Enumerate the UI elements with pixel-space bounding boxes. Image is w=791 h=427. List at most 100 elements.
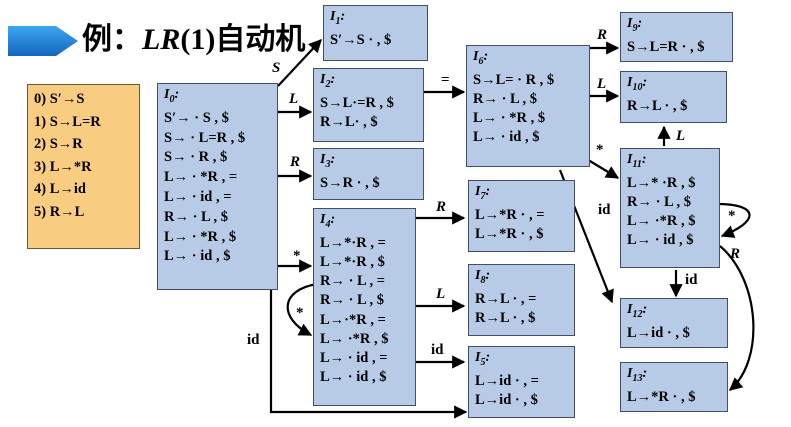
lr-item: L→ · id , $ — [320, 369, 387, 386]
state-i0: I0: S′→ · S , $ S→ · L=R , $ S→ · R , $ … — [157, 83, 278, 290]
edge-i11-i13 — [719, 245, 755, 391]
state-i3: I3: S→R · , $ — [313, 148, 424, 200]
lr-item: L→ · id , = — [164, 188, 232, 205]
grammar-rule: 0) S′→S — [34, 91, 85, 107]
edge-label-i11-i11: * — [728, 208, 736, 224]
state-i12: I12: L→id · , $ — [620, 298, 728, 348]
lr-item: S→ · L=R , $ — [164, 129, 246, 146]
edge-i4-i4 — [286, 282, 318, 336]
edge-label-i0-i2: L — [289, 91, 299, 107]
state-i8: I8: R→L · , = R→L · , $ — [468, 264, 575, 336]
lr-item: L→*·R , $ — [320, 254, 385, 270]
edge-label-i0-i4: * — [293, 248, 301, 264]
lr-item: L→id · , $ — [627, 324, 690, 341]
lr-item: L→ · *R , = — [164, 169, 238, 186]
lr-item: L→ · *R , $ — [473, 110, 546, 127]
state-i6: I6: S→L= · R , $ R→ · L , $ L→ · *R , $ … — [466, 45, 590, 167]
edge-label-i6-i10: L — [597, 76, 607, 92]
lr-item: L→id · , $ — [475, 392, 538, 408]
edge-label-i0-i5: id — [247, 332, 260, 348]
lr-item: S→L=R · , $ — [627, 38, 705, 55]
edge-label-i4-i7: R — [436, 199, 447, 215]
state-i7: I7: L→*R · , = L→*R · , $ — [468, 180, 575, 252]
lr-item: S′→S · , $ — [330, 31, 392, 48]
title-mid: (1) — [180, 23, 216, 56]
edge-label-i0-i3: R — [290, 154, 301, 170]
state-name: I11: — [627, 152, 647, 170]
state-i13: I13: L→*R · , $ — [620, 362, 728, 412]
state-i1: I1: S′→S · , $ — [323, 5, 428, 61]
state-name: I0: — [164, 87, 180, 105]
edge-label-i11-i10: L — [676, 128, 686, 144]
lr-item: S→L= · R , $ — [473, 71, 555, 88]
state-name: I10: — [627, 75, 648, 93]
lr-item: R→L· , $ — [320, 114, 378, 130]
lr-item: L→* ·R , $ — [627, 174, 696, 191]
lr-item: L→id · , = — [475, 372, 539, 389]
grammar-rule: 2) S→R — [34, 136, 83, 152]
grammar-rule: 1) S→L=R — [34, 113, 101, 130]
grammar-rule: 4) L→id — [34, 181, 86, 197]
edge-label-i6-i12: id — [598, 202, 611, 218]
edge-label-i6-i11: * — [596, 142, 604, 158]
edge-i11-i11 — [719, 202, 751, 238]
lr-item: L→ ·*R , $ — [320, 330, 389, 347]
lr-item: L→ · *R , $ — [164, 228, 237, 245]
state-i5: I5: L→id · , = L→id · , $ — [468, 346, 575, 418]
lr-item: L→ · id , = — [320, 350, 388, 367]
lr-item: L→ ·*R , $ — [627, 213, 696, 230]
state-name: I5: — [475, 350, 491, 368]
edge-i0-i1 — [277, 39, 322, 87]
edge-label-i4-i4: * — [296, 305, 304, 321]
state-i11: I11: L→* ·R , $ R→ · L , $ L→ ·*R , $ L→… — [620, 148, 720, 268]
state-name: I13: — [627, 366, 648, 384]
lr-item: R→ · L , $ — [627, 194, 692, 210]
grammar-rule: 3) L→*R — [34, 158, 92, 175]
state-name: I3: — [320, 152, 336, 170]
lr-item: R→ · L , $ — [473, 91, 538, 107]
lr-item: S′→ · S , $ — [164, 109, 229, 126]
title-suffix: 自动机 — [215, 22, 306, 57]
edge-label-i2-i6: = — [441, 72, 450, 88]
state-name: I2: — [320, 72, 336, 90]
state-name: I8: — [475, 268, 491, 286]
lr-item: S→R · , $ — [320, 174, 380, 191]
state-i10: I10: R→L · , $ — [620, 71, 727, 123]
lr-item: L→ · id , $ — [473, 129, 540, 146]
state-name: I1: — [330, 9, 346, 27]
state-i9: I9: S→L=R · , $ — [620, 12, 733, 62]
lr-item: L→*R · , = — [475, 206, 545, 223]
lr-item: L→*R · , $ — [475, 226, 544, 242]
lr-item: S→L·=R , $ — [320, 94, 394, 111]
lr-item: R→ · L , $ — [320, 292, 385, 309]
grammar-rule: 5) R→L — [34, 203, 85, 220]
lr-item: L→*R · , $ — [627, 388, 696, 405]
lr-item: L→ · id , $ — [627, 232, 694, 249]
edge-i0-i5 — [269, 290, 468, 419]
state-name: I7: — [475, 184, 491, 202]
lr-item: L→·*R , = — [320, 311, 386, 328]
lr-item: R→ · L , $ — [164, 208, 229, 225]
state-i2: I2: S→L·=R , $ R→L· , $ — [313, 68, 424, 142]
state-name: I6: — [473, 49, 489, 67]
title-prefix: 例： — [82, 22, 142, 57]
edge-label-i4-i8: L — [436, 286, 446, 302]
state-name: I9: — [627, 16, 643, 34]
state-i4: I4: L→*·R , = L→*·R , $ R→ · L , = R→ · … — [313, 208, 416, 406]
title-arrow-icon — [8, 26, 78, 56]
lr-item: R→ · L , = — [320, 273, 386, 290]
edge-label-i6-i9: R — [597, 27, 608, 43]
lr-item: L→*·R , = — [320, 234, 386, 251]
edge-label-i0-i1: S — [272, 60, 281, 76]
edge-label-i11-i12: id — [685, 272, 698, 288]
page-title: 例：LR(1)自动机 — [82, 18, 305, 62]
state-name: I4: — [320, 212, 336, 230]
state-name: I12: — [627, 302, 648, 320]
edge-label-i4-i5: id — [431, 342, 444, 358]
title-italic: LR — [142, 23, 181, 56]
edge-label-i11-i13: R — [730, 246, 741, 262]
grammar-box: 0) S′→S 1) S→L=R 2) S→R 3) L→*R 4) L→id … — [27, 84, 140, 249]
lr-item: R→L · , $ — [475, 310, 536, 326]
lr-item: L→ · id , $ — [164, 248, 231, 265]
lr-item: S→ · R , $ — [164, 149, 228, 166]
